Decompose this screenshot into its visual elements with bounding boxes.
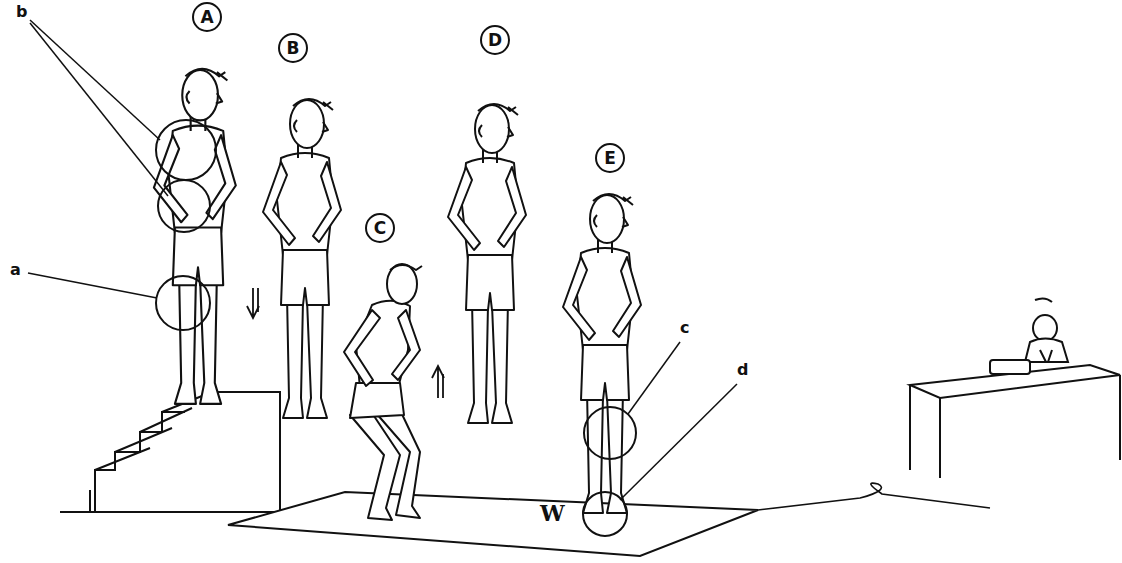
part-label: a <box>10 260 21 279</box>
part-label: b <box>16 2 27 21</box>
recorder-desk <box>910 298 1120 478</box>
figure-letter: B <box>287 38 300 58</box>
steps <box>60 392 280 512</box>
motion-arrow <box>247 288 444 398</box>
part-label: c <box>680 318 689 337</box>
figure-letter: A <box>200 7 213 27</box>
figure-letter: E <box>604 148 616 168</box>
circled-letter: C <box>365 213 395 243</box>
figure-d <box>448 104 526 423</box>
figure-b <box>263 99 341 418</box>
highlight-circle <box>156 120 636 536</box>
figure-c <box>344 264 422 520</box>
figure-a <box>154 69 236 404</box>
circled-letter: D <box>480 25 510 55</box>
figure-letter: C <box>374 218 386 238</box>
figure-e <box>563 194 641 513</box>
figure-letter: D <box>488 30 502 50</box>
part-label: W <box>540 500 565 526</box>
cable <box>758 483 990 510</box>
circled-letter: E <box>595 143 625 173</box>
circled-letter: A <box>192 2 222 32</box>
part-label: d <box>737 360 748 379</box>
leader-line <box>28 20 737 500</box>
force-plate <box>228 492 758 556</box>
circled-letter: B <box>278 33 308 63</box>
